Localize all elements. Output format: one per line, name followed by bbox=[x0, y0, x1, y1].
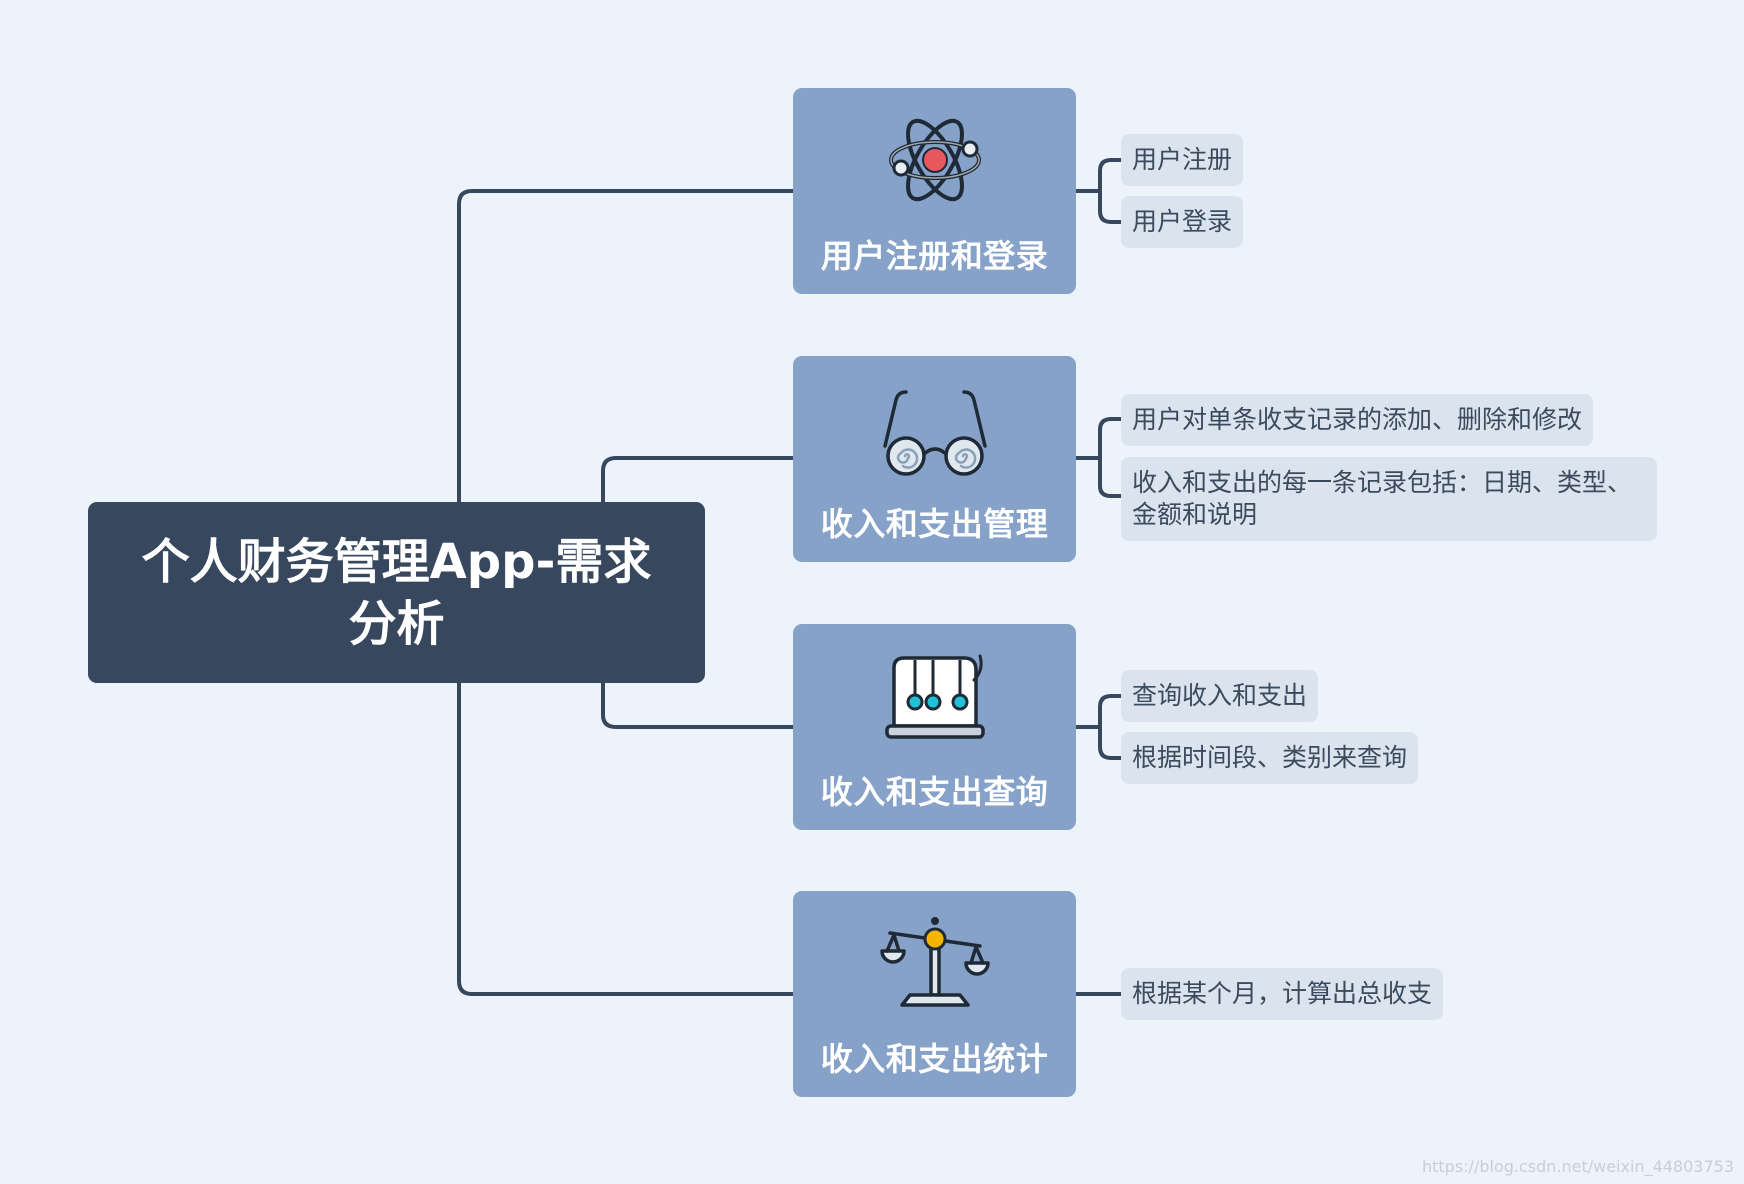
central-topic[interactable]: 个人财务管理App-需求分析 bbox=[88, 502, 705, 683]
leaf-record-fields[interactable]: 收入和支出的每一条记录包括：日期、类型、金额和说明 bbox=[1121, 457, 1657, 541]
branch-title: 用户注册和登录 bbox=[820, 237, 1049, 275]
balance-scale-icon bbox=[880, 917, 990, 1007]
branch-user-registration-login[interactable]: 用户注册和登录 bbox=[793, 88, 1076, 294]
leaf-query-income-expense[interactable]: 查询收入和支出 bbox=[1121, 670, 1319, 722]
atom-icon bbox=[889, 118, 981, 202]
newton-cradle-icon bbox=[885, 654, 985, 739]
connector-root-branch-3 bbox=[601, 681, 795, 729]
connector-root-branch-1 bbox=[457, 189, 795, 504]
branch-title: 收入和支出管理 bbox=[820, 505, 1049, 543]
central-topic-title: 个人财务管理App-需求分析 bbox=[141, 533, 652, 652]
connector-root-branch-4 bbox=[457, 681, 795, 996]
connector-branch-3-leaves bbox=[1074, 694, 1123, 760]
leaf-query-by-period-category[interactable]: 根据时间段、类别来查询 bbox=[1121, 732, 1419, 784]
watermark: https://blog.csdn.net/weixin_44803753 bbox=[1421, 1157, 1734, 1176]
branch-income-expense-query[interactable]: 收入和支出查询 bbox=[793, 624, 1076, 830]
glasses-icon bbox=[883, 390, 987, 476]
leaf-user-login[interactable]: 用户登录 bbox=[1121, 196, 1244, 248]
branch-title: 收入和支出查询 bbox=[820, 773, 1049, 811]
branch-income-expense-management[interactable]: 收入和支出管理 bbox=[793, 356, 1076, 562]
connector-root-branch-2 bbox=[601, 456, 795, 504]
connector-branch-2-leaves bbox=[1074, 417, 1123, 498]
leaf-record-add-delete-edit[interactable]: 用户对单条收支记录的添加、删除和修改 bbox=[1121, 394, 1594, 446]
branch-title: 收入和支出统计 bbox=[820, 1040, 1049, 1078]
leaf-monthly-total[interactable]: 根据某个月，计算出总收支 bbox=[1121, 968, 1444, 1020]
leaf-user-register[interactable]: 用户注册 bbox=[1121, 134, 1244, 186]
connector-branch-1-leaves bbox=[1074, 158, 1123, 224]
branch-income-expense-statistics[interactable]: 收入和支出统计 bbox=[793, 891, 1076, 1097]
